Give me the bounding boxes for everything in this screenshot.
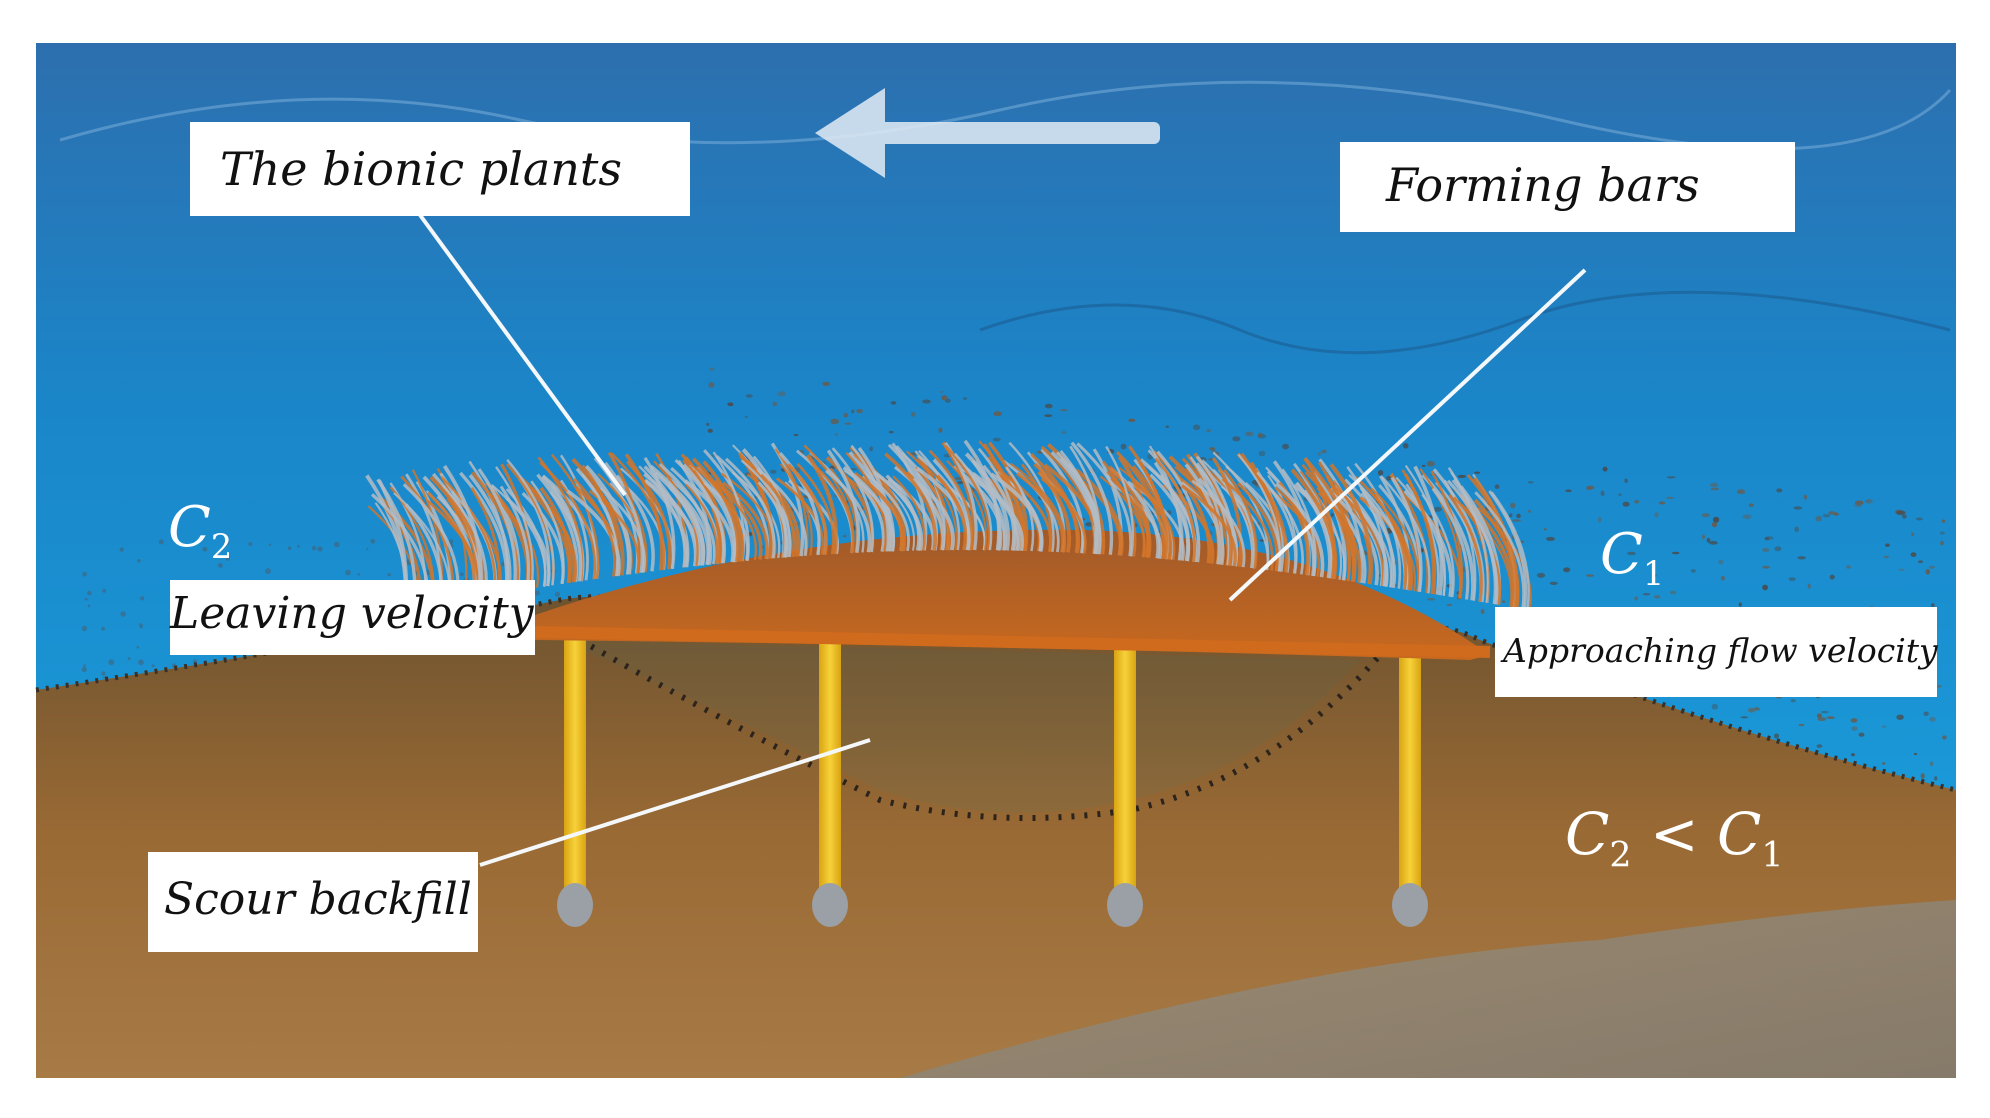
wave-line-lower <box>979 290 1951 355</box>
deep-sand-layer <box>900 900 1956 1078</box>
scour-backfill-region <box>560 640 1360 813</box>
scour-outline-dotted <box>578 637 1383 821</box>
forming-bars-base <box>534 626 1491 658</box>
forming-bars-leader-line <box>1228 268 1587 602</box>
bionic-plants-label: The bionic plants <box>190 122 690 216</box>
bionic-plant-fibres <box>365 439 1532 611</box>
support-piles <box>557 640 1428 927</box>
forming-bars-label: Forming bars <box>1340 142 1795 232</box>
velocity-relation: C2 < C1 <box>1565 800 1784 876</box>
c2-symbol: C2 <box>168 495 233 567</box>
leaving-velocity-label: Leaving velocity <box>170 580 535 655</box>
left-arrow-icon <box>815 88 1160 178</box>
scour-backfill-leader-line <box>479 738 871 867</box>
scour-backfill-label: Scour backfill <box>148 852 478 952</box>
bionic-plants-leader-line <box>418 213 627 497</box>
c1-symbol: C1 <box>1600 522 1665 594</box>
approaching-flow-velocity-label: Approaching flow velocity <box>1495 607 1938 697</box>
